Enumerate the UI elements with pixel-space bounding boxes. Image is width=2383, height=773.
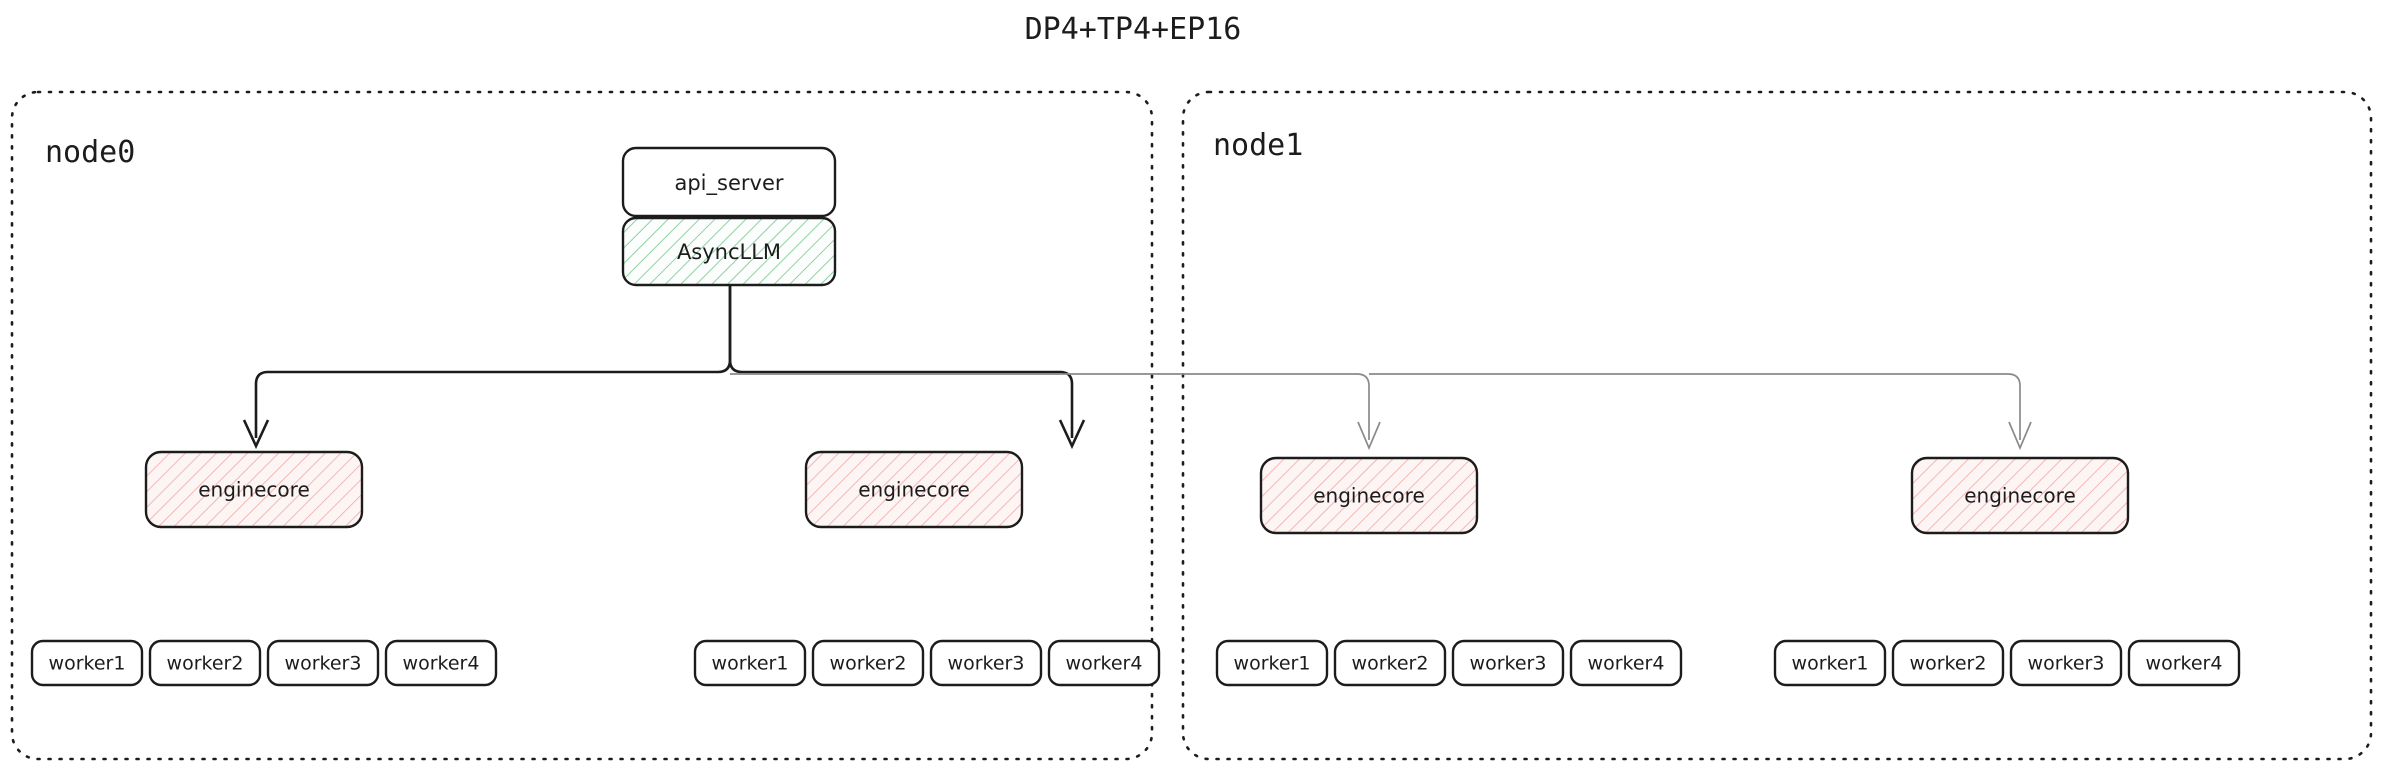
label-api-server: api_server xyxy=(674,171,783,196)
label-worker-node0-1-4: worker4 xyxy=(1066,653,1143,675)
label-worker-node0-0-3: worker3 xyxy=(285,653,362,675)
box-worker-node1-1-2[interactable] xyxy=(1891,639,2005,687)
box-worker-node0-0-4[interactable] xyxy=(384,639,498,687)
arrowhead-engine-1-0 xyxy=(1357,421,1381,451)
label-worker-node1-1-4: worker4 xyxy=(2146,653,2223,675)
box-worker-node1-0-2[interactable] xyxy=(1333,639,1447,687)
box-worker-node0-1-1[interactable] xyxy=(693,639,807,687)
box-async-llm[interactable] xyxy=(621,216,837,287)
label-async-llm: AsyncLLM xyxy=(677,240,781,264)
label-enginecore-node1-1: enginecore xyxy=(1964,484,2076,508)
label-worker-node1-0-1: worker1 xyxy=(1234,653,1311,675)
edge-to-engine-0-0 xyxy=(254,285,732,438)
node-label-node0: node0 xyxy=(45,135,135,170)
edge-to-engine-1-0 xyxy=(730,373,1370,440)
box-enginecore-node1-1[interactable] xyxy=(1910,456,2130,535)
box-worker-node1-1-3[interactable] xyxy=(2009,639,2123,687)
box-worker-node0-0-2[interactable] xyxy=(148,639,262,687)
box-worker-node1-1-1[interactable] xyxy=(1773,639,1887,687)
label-worker-node1-1-1: worker1 xyxy=(1792,653,1869,675)
edge-to-engine-1-1 xyxy=(1369,373,2021,440)
arrowhead-engine-0-0 xyxy=(242,419,270,450)
box-worker-node1-0-3[interactable] xyxy=(1451,639,1565,687)
box-worker-node0-1-4[interactable] xyxy=(1047,639,1161,687)
box-enginecore-node1-0[interactable] xyxy=(1259,456,1479,535)
arrowhead-engine-0-1 xyxy=(1058,419,1086,450)
box-worker-node0-0-3[interactable] xyxy=(266,639,380,687)
box-api-server[interactable] xyxy=(621,146,837,218)
label-worker-node0-0-2: worker2 xyxy=(167,653,244,675)
box-worker-node0-0-1[interactable] xyxy=(30,639,144,687)
label-worker-node1-1-3: worker3 xyxy=(2028,653,2105,675)
label-worker-node0-1-3: worker3 xyxy=(948,653,1025,675)
edge-to-engine-0-1 xyxy=(1059,370,1074,438)
label-enginecore-node1-0: enginecore xyxy=(1313,484,1425,508)
box-enginecore-node0-0[interactable] xyxy=(144,450,364,529)
worker-group-node0-0: worker1 worker2 worker3 worker4 xyxy=(30,639,498,687)
label-worker-node1-0-2: worker2 xyxy=(1352,653,1429,675)
label-enginecore-node0-1: enginecore xyxy=(858,478,970,502)
box-enginecore-node0-1[interactable] xyxy=(804,450,1024,529)
diagram-title: DP4+TP4+EP16 xyxy=(1025,12,1242,47)
label-worker-node1-0-3: worker3 xyxy=(1470,653,1547,675)
label-worker-node0-1-1: worker1 xyxy=(712,653,789,675)
box-worker-node0-1-3[interactable] xyxy=(929,639,1043,687)
label-worker-node0-1-2: worker2 xyxy=(830,653,907,675)
edge-trunk-right xyxy=(728,285,1060,374)
box-worker-node0-1-2[interactable] xyxy=(811,639,925,687)
worker-group-node0-1: worker1 worker2 worker3 worker4 xyxy=(693,639,1161,687)
node-label-node1: node1 xyxy=(1213,128,1303,163)
node-container-node1 xyxy=(1181,90,2373,761)
box-worker-node1-0-1[interactable] xyxy=(1215,639,1329,687)
label-enginecore-node0-0: enginecore xyxy=(198,478,310,502)
box-worker-node1-0-4[interactable] xyxy=(1569,639,1683,687)
worker-group-node1-0: worker1 worker2 worker3 worker4 xyxy=(1215,639,1683,687)
label-worker-node1-1-2: worker2 xyxy=(1910,653,1987,675)
worker-group-node1-1: worker1 worker2 worker3 worker4 xyxy=(1773,639,2241,687)
label-worker-node0-0-4: worker4 xyxy=(403,653,480,675)
arrowhead-engine-1-1 xyxy=(2008,421,2032,451)
box-worker-node1-1-4[interactable] xyxy=(2127,639,2241,687)
label-worker-node0-0-1: worker1 xyxy=(49,653,126,675)
label-worker-node1-0-4: worker4 xyxy=(1588,653,1665,675)
